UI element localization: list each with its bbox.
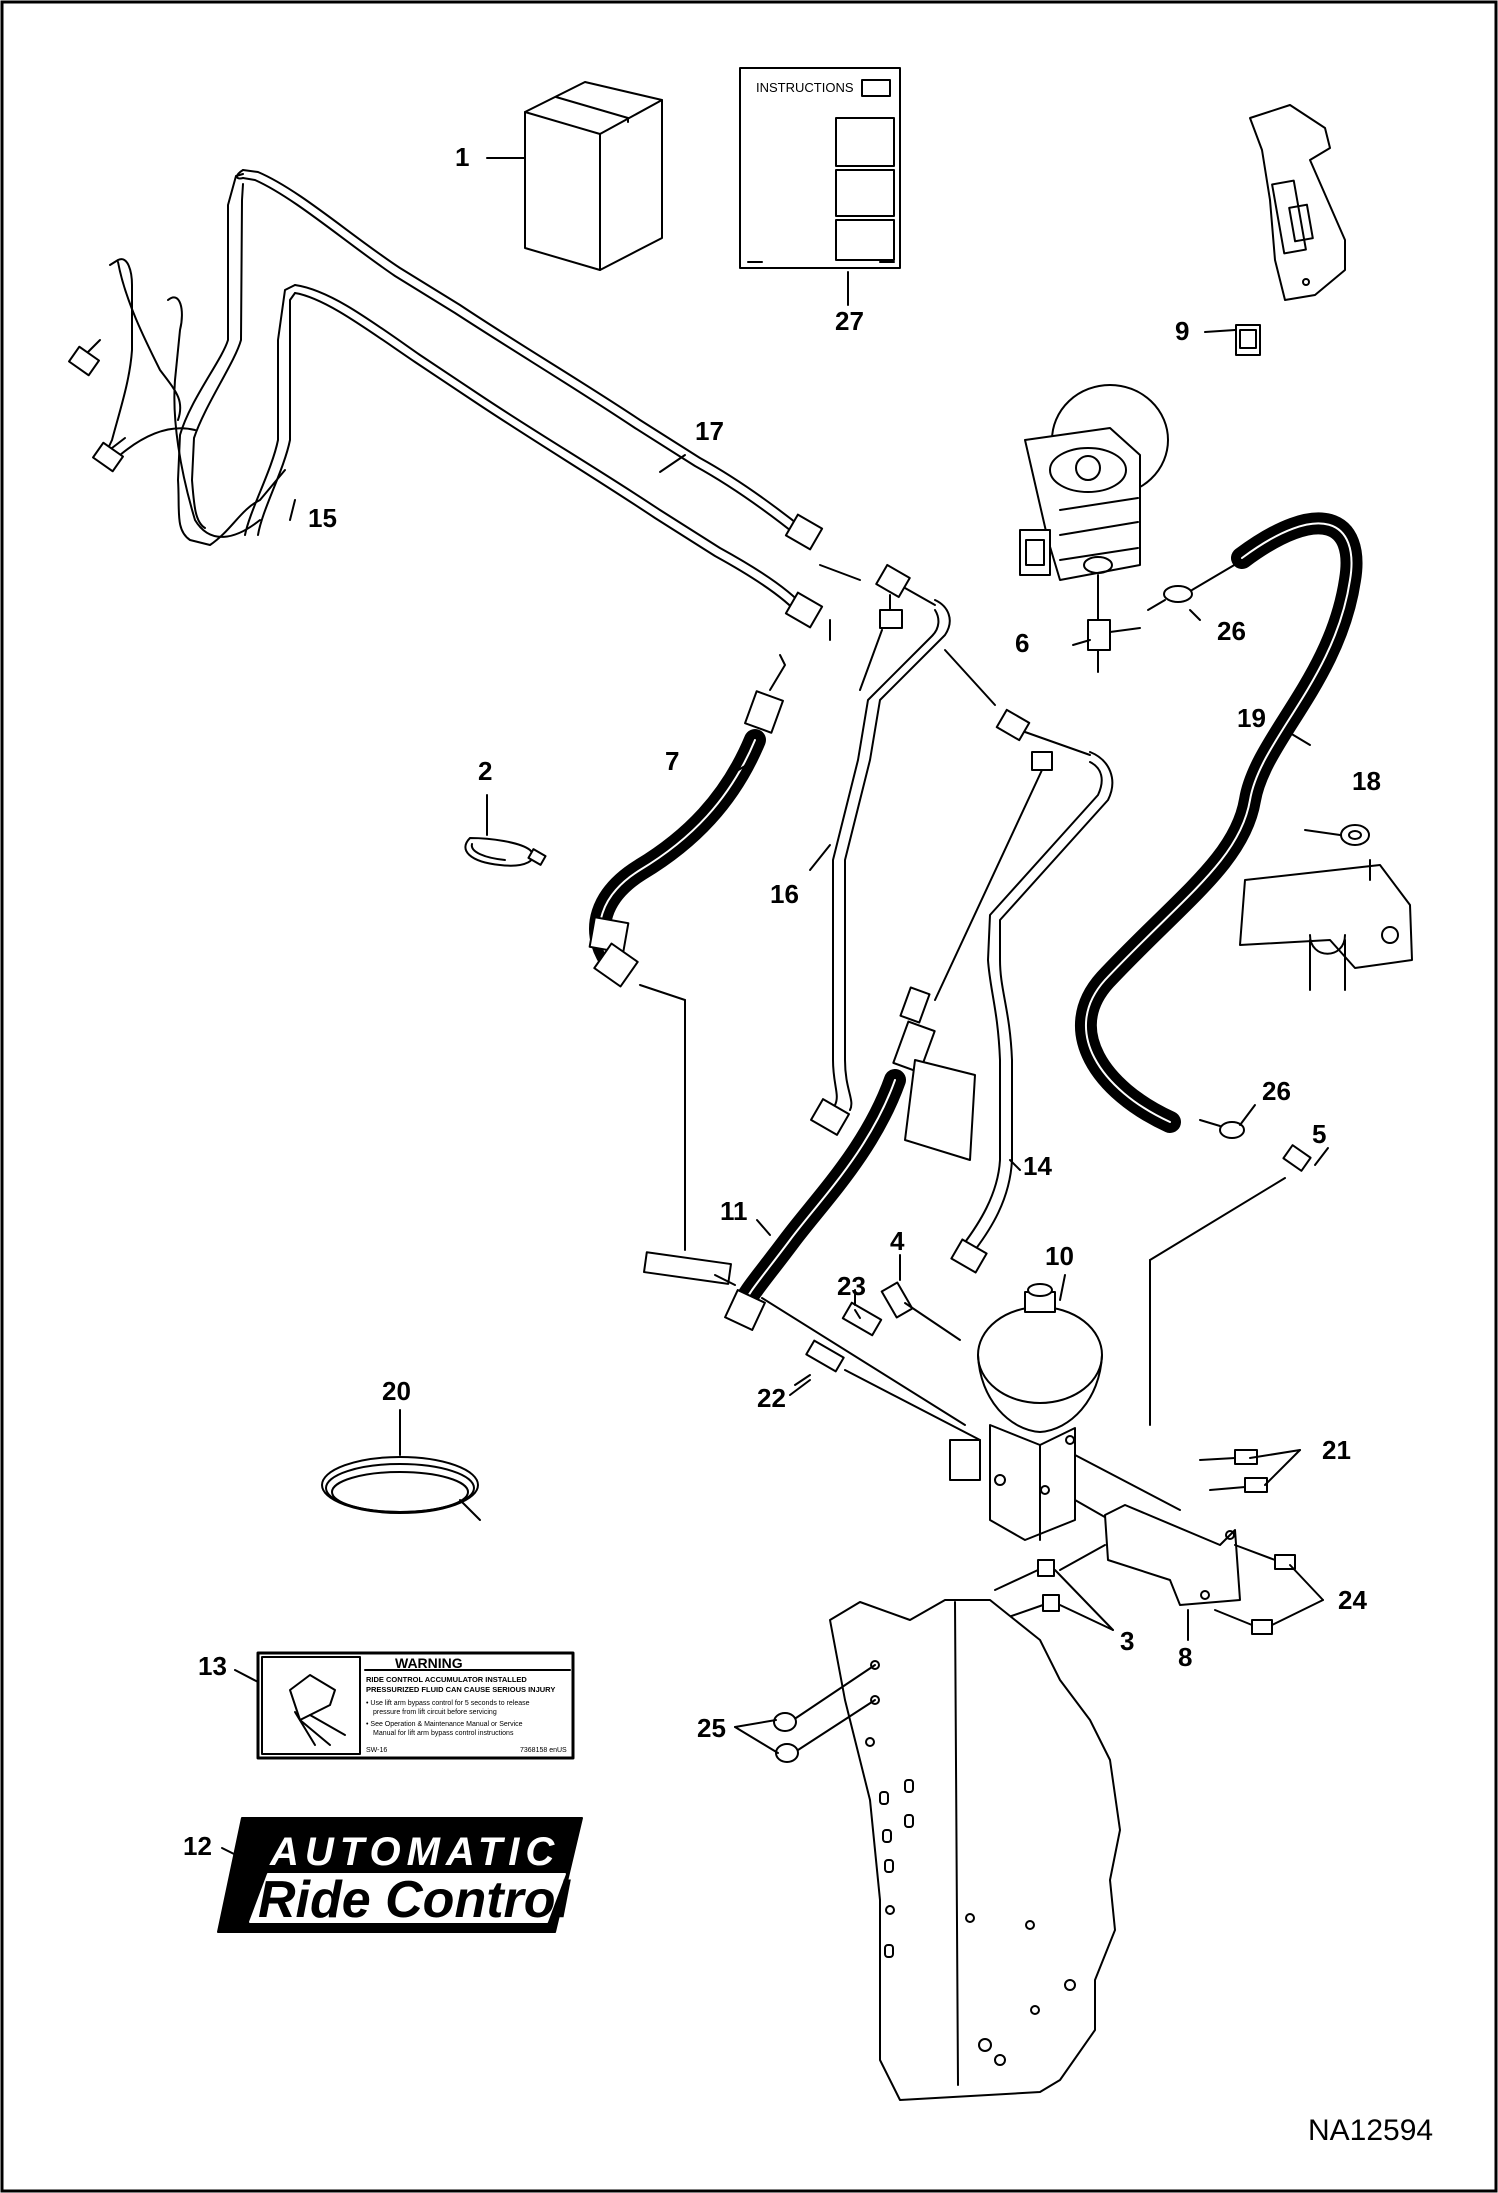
part-15-tube — [244, 284, 824, 629]
callout-20: 20 — [382, 1376, 411, 1406]
callout-9: 9 — [1175, 316, 1189, 346]
part-26-clamp-lower — [1199, 1119, 1245, 1139]
warning-decal-code-right: 7368158 enUS — [520, 1747, 567, 1754]
part-3-nuts — [994, 1544, 1106, 1621]
callout-26-upper: 26 — [1217, 616, 1246, 646]
callout-8: 8 — [1178, 1642, 1192, 1672]
warning-decal-bullet-1a: • Use lift arm bypass control for 5 seco… — [366, 1700, 530, 1707]
part-2-strap — [464, 794, 547, 867]
warning-decal-bullet-2b: Manual for lift arm bypass control instr… — [373, 1730, 514, 1737]
callout-5: 5 — [1312, 1119, 1326, 1149]
warning-decal-bullet-1b: pressure from lift circuit before servic… — [373, 1709, 497, 1716]
callout-11: 11 — [720, 1196, 748, 1226]
callout-13: 13 — [198, 1651, 227, 1681]
part-18-grommet-bracket — [1239, 824, 1413, 991]
callout-27: 27 — [835, 306, 864, 336]
tee-fitting-lower — [934, 649, 1114, 1274]
callout-1: 1 — [455, 142, 469, 172]
part-10-accumulator — [949, 1283, 1181, 1541]
warning-decal-bullet-2a: • See Operation & Maintenance Manual or … — [366, 1721, 523, 1728]
callout-14: 14 — [1023, 1151, 1052, 1181]
callout-6: 6 — [1015, 628, 1029, 658]
ride-control-decal-line1: AUTOMATIC — [269, 1830, 560, 1874]
callout-17: 17 — [695, 416, 724, 446]
callout-7: 7 — [665, 746, 679, 776]
callout-3: 3 — [1120, 1626, 1134, 1656]
part-16-tube — [810, 629, 883, 1136]
callout-23: 23 — [837, 1271, 866, 1301]
callout-25: 25 — [697, 1713, 726, 1743]
callout-18: 18 — [1352, 766, 1381, 796]
callout-26-lower: 26 — [1262, 1076, 1291, 1106]
tee-fitting-upper — [819, 563, 951, 1111]
callout-15: 15 — [308, 503, 337, 533]
part-20-coil — [321, 1409, 481, 1521]
callout-16: 16 — [770, 879, 799, 909]
warning-decal-title: WARNING — [395, 1655, 463, 1671]
ride-control-decal-line2: Ride Control — [258, 1871, 572, 1929]
part-1-box — [524, 81, 663, 271]
callout-22: 22 — [757, 1383, 786, 1413]
part-4-fitting — [880, 1254, 961, 1341]
part-27-instructions-sheet — [739, 67, 901, 269]
part-6-motor-assembly — [1019, 384, 1169, 673]
part-22-fitting — [794, 1339, 981, 1441]
callout-2: 2 — [478, 756, 492, 786]
instructions-title: INSTRUCTIONS — [756, 80, 854, 95]
warning-decal-subtitle-2: PRESSURIZED FLUID CAN CAUSE SERIOUS INJU… — [366, 1685, 555, 1694]
part-7-hose — [588, 654, 786, 1251]
part-26-clamp-upper — [1147, 563, 1237, 611]
part-19-hose — [1075, 512, 1363, 1133]
part-23-fitting — [841, 1289, 883, 1337]
callout-10: 10 — [1045, 1241, 1074, 1271]
part-12-ride-control-decal — [217, 1817, 583, 1933]
part-11-hose-switch — [643, 986, 976, 1426]
drawing-id: NA12594 — [1308, 2114, 1433, 2147]
part-24-bolts — [1214, 1544, 1296, 1635]
part-25-nuts — [773, 1664, 876, 1763]
machine-frame-panel — [829, 1599, 1121, 2101]
callout-leaders — [221, 157, 1329, 1859]
harness-loop — [68, 258, 261, 538]
warning-decal-code-left: SW-16 — [366, 1747, 387, 1754]
warning-decal-subtitle-1: RIDE CONTROL ACCUMULATOR INSTALLED — [366, 1675, 527, 1684]
part-13-warning-decal — [256, 1651, 575, 1760]
part-5-elbow-fitting — [1149, 1144, 1312, 1426]
callout-24: 24 — [1338, 1585, 1367, 1615]
part-8-bracket — [1104, 1504, 1241, 1641]
part-21-bolts — [1199, 1449, 1268, 1493]
callout-19: 19 — [1237, 703, 1266, 733]
callout-12: 12 — [183, 1831, 212, 1861]
part-17-tube — [177, 169, 824, 551]
callout-21: 21 — [1322, 1435, 1351, 1465]
part-9-switch-panel — [1235, 104, 1346, 356]
callout-4: 4 — [890, 1226, 905, 1256]
